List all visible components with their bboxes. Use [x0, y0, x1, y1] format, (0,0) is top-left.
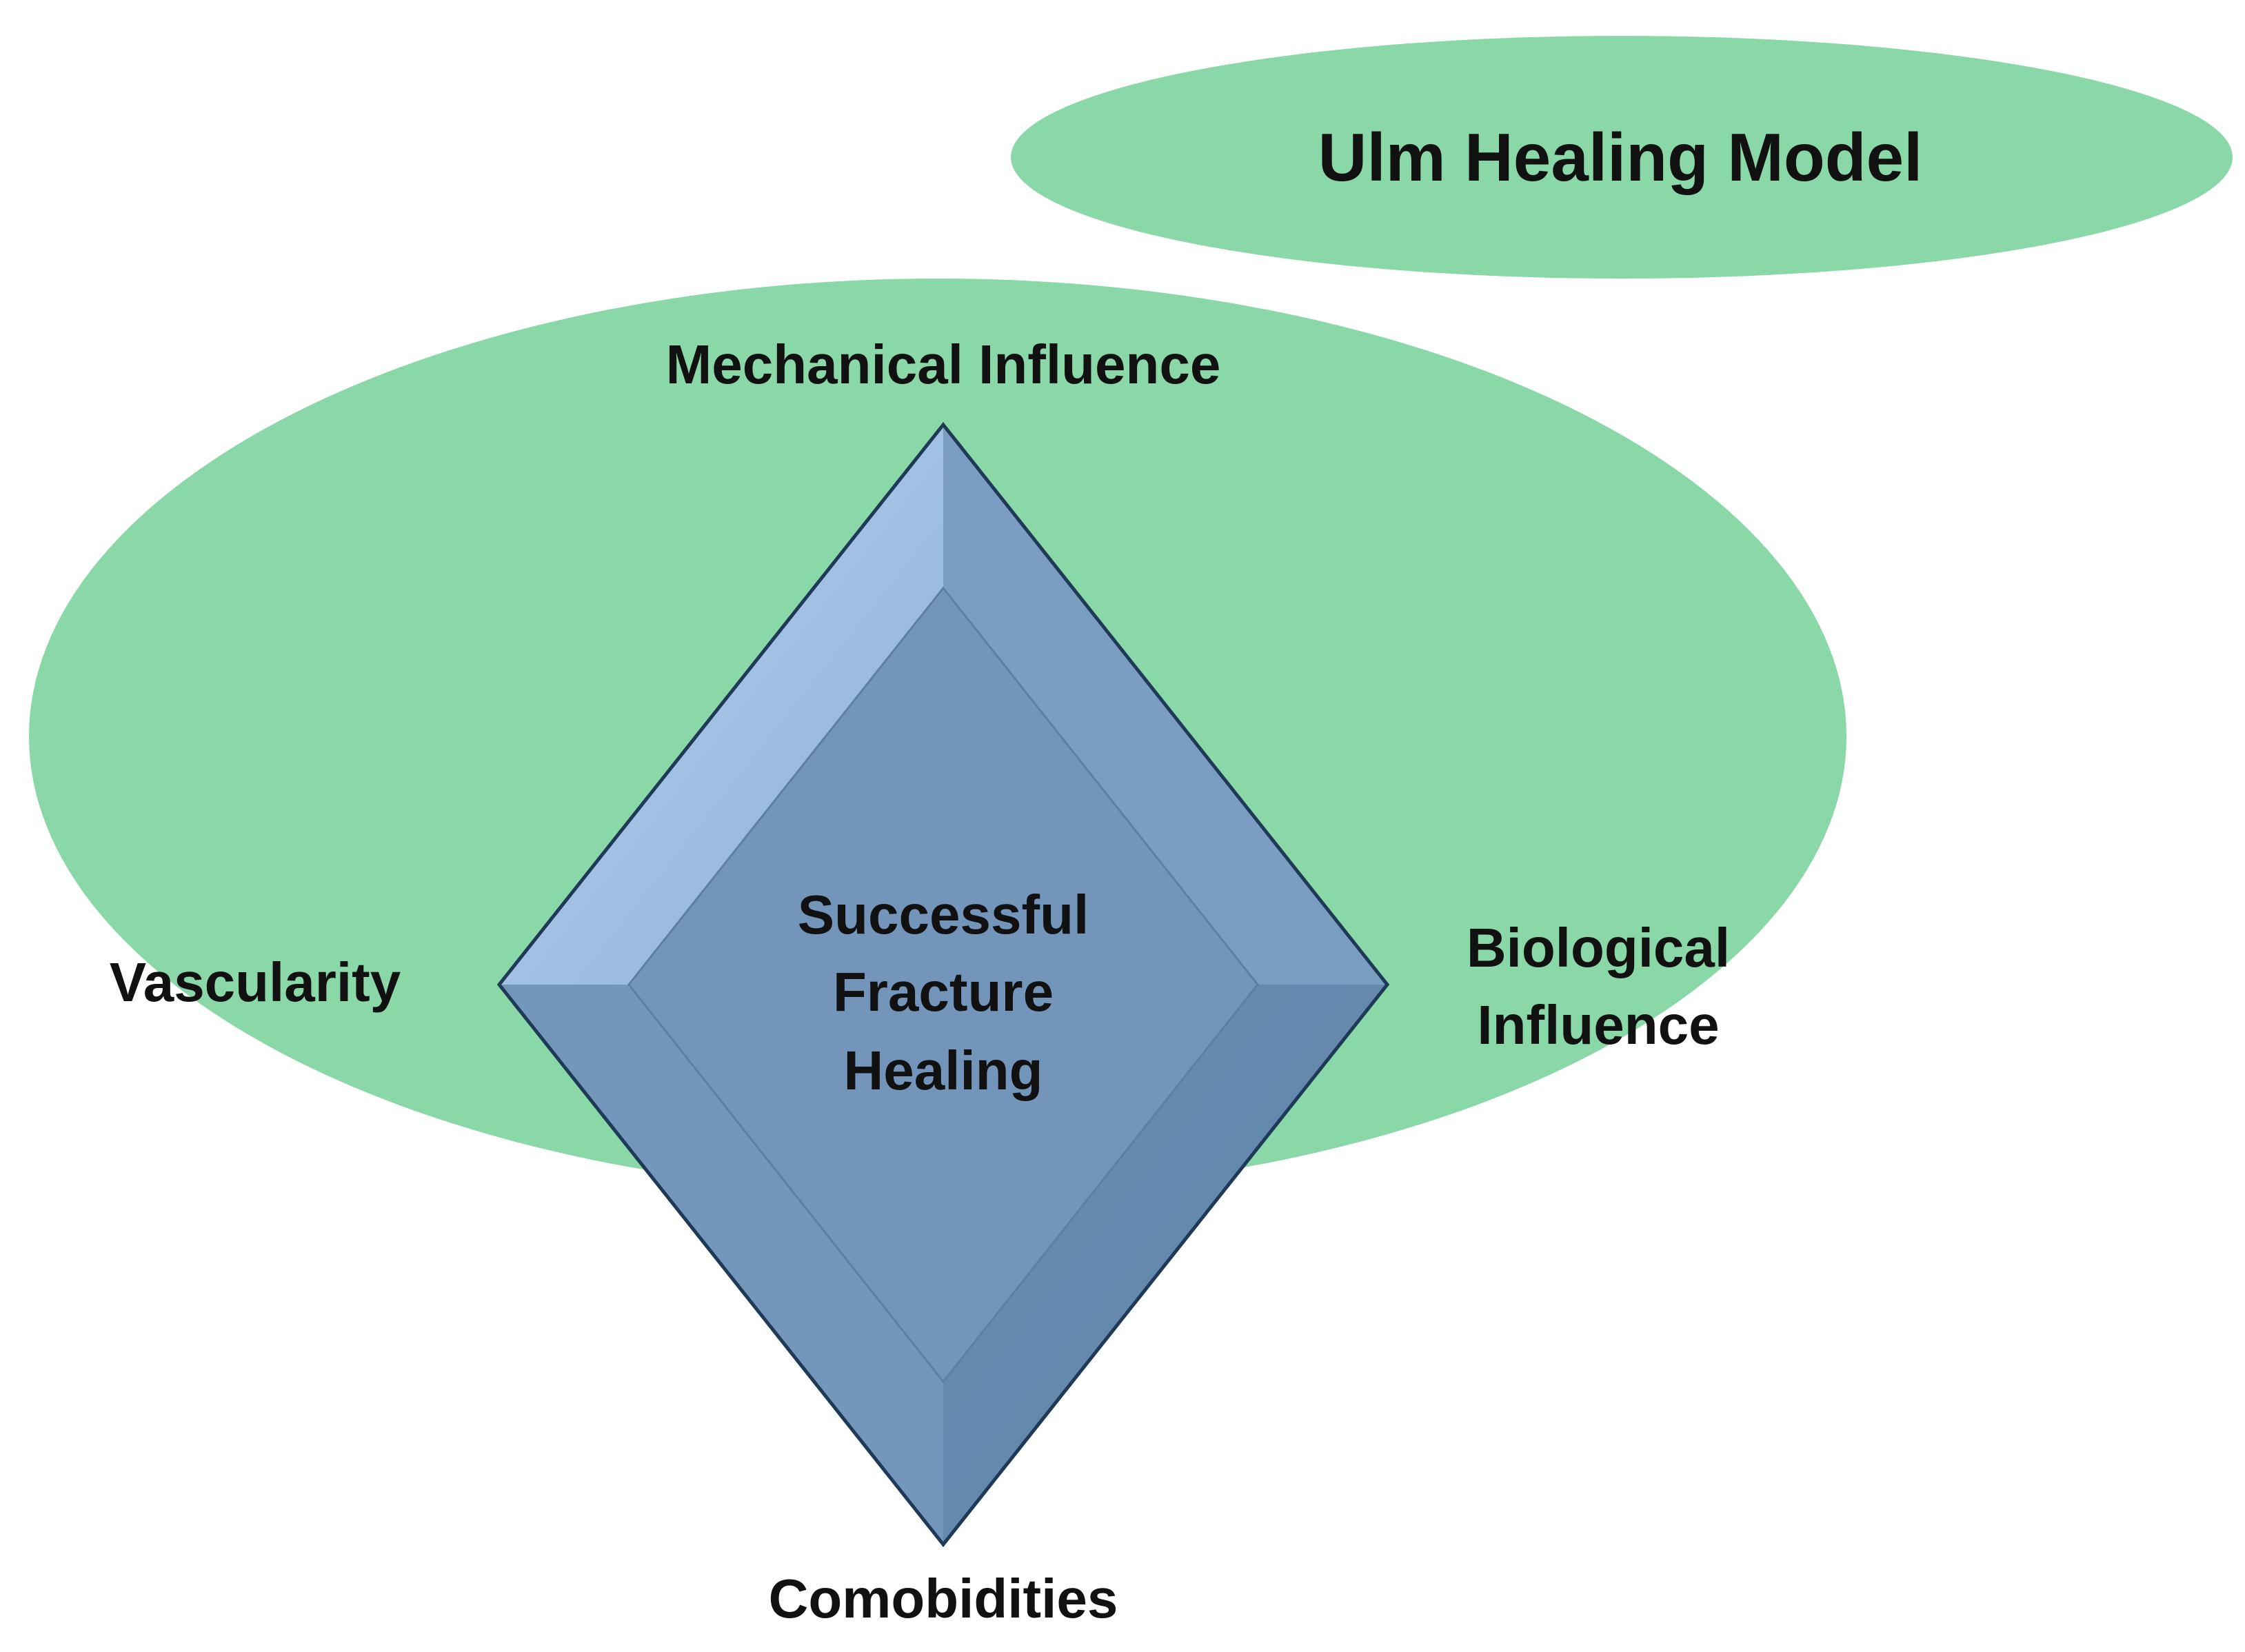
center-label-line-1: Successful	[798, 884, 1089, 945]
factor-label-biological-line-1: Biological	[1467, 917, 1730, 978]
center-label-line-2: Fracture	[833, 961, 1054, 1023]
factor-label-vascularity: Vascularity	[110, 951, 401, 1013]
factor-label-mechanical-influence: Mechanical Influence	[666, 334, 1221, 395]
diagram-title: Ulm Healing Model	[1318, 119, 1923, 195]
center-label-line-3: Healing	[844, 1040, 1043, 1101]
diamond-outline	[496, 421, 1390, 1548]
factor-label-comobidities: Comobidities	[769, 1568, 1118, 1629]
title-ellipse	[1011, 36, 2233, 279]
factor-label-biological-line-2: Influence	[1477, 994, 1719, 1056]
diamond-inner-face	[627, 586, 1259, 1384]
fracture-healing-diamond: Successful Fracture Healing	[496, 421, 1390, 1548]
